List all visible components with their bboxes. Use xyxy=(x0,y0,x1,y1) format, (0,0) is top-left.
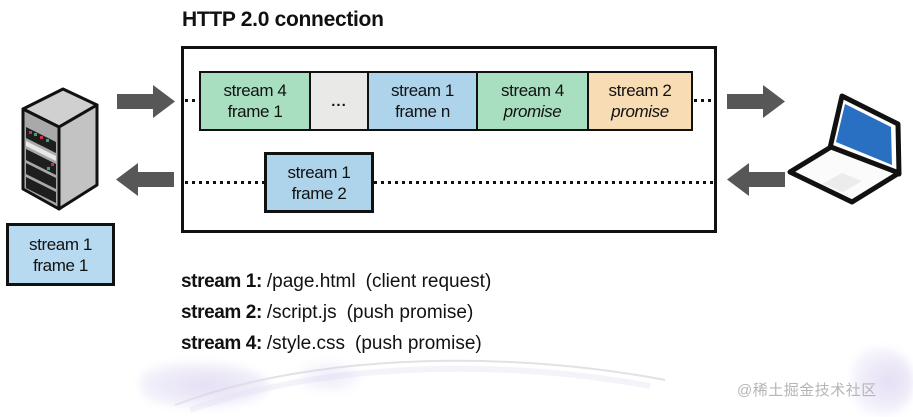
dotted-line-response-right xyxy=(374,181,715,184)
frame-line1: stream 1 xyxy=(29,234,92,254)
legend-stream-path: /page.html xyxy=(266,271,356,292)
arrow-right-box-to-client-icon xyxy=(727,85,785,118)
arrow-left-client-to-box-icon xyxy=(727,163,785,196)
frame-line1: stream 1 xyxy=(391,81,454,100)
ellipsis-label: ... xyxy=(331,92,347,110)
frame-line1: stream 1 xyxy=(287,162,351,182)
legend-stream-path: /style.css xyxy=(266,333,346,354)
frame-box-stream4-frame1: stream 4 frame 1 xyxy=(199,71,311,131)
frame-line2: frame n xyxy=(395,102,450,121)
frame-line2: promise xyxy=(611,102,669,121)
legend-stream-label: stream 1: xyxy=(181,271,262,292)
arrow-left-box-to-server-icon xyxy=(116,163,174,196)
frames-row: stream 4 frame 1 ... stream 1 frame n st… xyxy=(199,71,693,131)
dotted-line-response-left xyxy=(185,181,264,184)
server-icon xyxy=(21,87,99,211)
page-title: HTTP 2.0 connection xyxy=(182,8,384,31)
legend-stream-note: (push promise) xyxy=(346,302,474,323)
legend-stream-label: stream 2: xyxy=(181,302,262,323)
frame-box-stream1-frame2: stream 1 frame 2 xyxy=(264,152,374,213)
faint-watermark-blob xyxy=(140,363,270,407)
legend-line-stream4: stream 4:/style.css (push promise) xyxy=(181,328,491,359)
legend-stream-note: (push promise) xyxy=(355,333,482,354)
faint-watermark-blob xyxy=(300,362,360,392)
arrow-right-server-to-box-icon xyxy=(117,85,175,118)
dotted-line-request-right xyxy=(694,99,715,102)
dotted-line-request-left xyxy=(185,99,200,102)
laptop-icon xyxy=(787,93,902,205)
juejin-watermark: @稀土掘金技术社区 xyxy=(737,382,877,399)
frame-line2: frame 2 xyxy=(291,183,347,203)
frame-box-ellipsis: ... xyxy=(309,71,369,131)
legend-line-stream2: stream 2:/script.js (push promise) xyxy=(181,297,491,328)
legend-line-stream1: stream 1:/page.html (client request) xyxy=(181,266,491,297)
frame-line2: promise xyxy=(503,102,562,121)
frame-box-stream1-frame1: stream 1 frame 1 xyxy=(6,223,115,286)
frame-line1: stream 2 xyxy=(608,81,672,100)
stream-legend: stream 1:/page.html (client request) stre… xyxy=(181,266,491,359)
legend-stream-label: stream 4: xyxy=(181,333,262,354)
frame-line2: frame 1 xyxy=(227,102,283,121)
legend-stream-path: /script.js xyxy=(266,302,337,323)
legend-stream-note: (client request) xyxy=(365,271,492,292)
frame-box-stream1-framen: stream 1 frame n xyxy=(367,71,478,131)
frame-box-stream4-promise: stream 4 promise xyxy=(476,71,589,131)
frame-line1: stream 4 xyxy=(501,81,564,100)
frame-line1: stream 4 xyxy=(223,81,287,100)
frame-box-stream2-promise: stream 2 promise xyxy=(587,71,693,131)
frame-line2: frame 1 xyxy=(33,255,88,275)
